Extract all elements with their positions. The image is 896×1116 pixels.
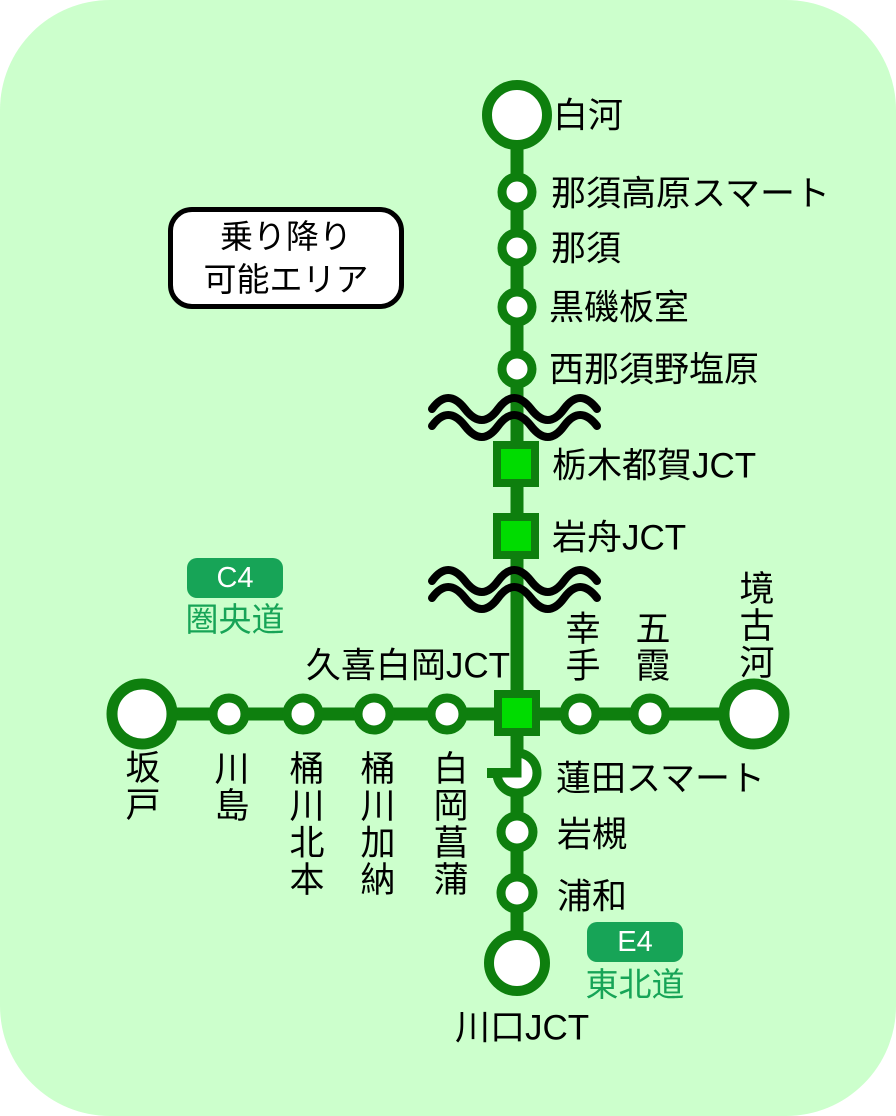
- station-label-shirakawa: 白河: [553, 96, 624, 136]
- route-break-upper: [428, 394, 601, 441]
- station-node-satte: [559, 693, 601, 735]
- station-label-shiraoka-shobu: 白岡菖蒲: [428, 750, 468, 898]
- station-node-kawajima: [208, 693, 250, 735]
- jct-node-kuki-shiraoka: [494, 690, 540, 736]
- station-label-hasuda-smart: 蓮田スマート: [556, 759, 765, 799]
- station-label-kuroiso-itamuro: 黒磯板室: [549, 288, 690, 328]
- station-node-shiraoka-shobu: [426, 693, 468, 735]
- station-label-iwatsuki: 岩槻: [557, 815, 628, 855]
- station-node-kawaguchi-jct: [484, 930, 550, 996]
- station-label-nishinasuno-shiobara: 西那須野塩原: [549, 350, 760, 390]
- route-name-tohoku: 東北道: [585, 966, 685, 1003]
- station-node-goka: [629, 693, 671, 735]
- station-label-satte: 幸手: [560, 610, 600, 684]
- station-node-kuroiso-itamuro: [497, 287, 537, 327]
- station-node-urawa: [496, 872, 538, 914]
- station-node-nasukogen-smart: [497, 172, 537, 212]
- route-name-kenou: 圏央道: [185, 601, 285, 638]
- route-badge-e4: E4: [587, 922, 683, 962]
- station-node-shirakawa: [482, 80, 552, 150]
- station-node-nasu: [497, 228, 537, 268]
- station-label-iwafune-jct: 岩舟JCT: [552, 518, 687, 558]
- jct-node-iwafune: [493, 513, 539, 559]
- station-node-sakado: [106, 678, 178, 750]
- station-label-urawa: 浦和: [557, 877, 628, 917]
- station-label-nasu: 那須: [551, 229, 622, 269]
- station-label-sakai-koga: 境古河: [734, 570, 774, 681]
- station-node-okegawa-kitamoto: [282, 693, 324, 735]
- station-label-nasukogen-smart: 那須高原スマート: [551, 174, 830, 214]
- hasuda-smart-node: [492, 748, 542, 798]
- station-node-nishinasuno-shiobara: [497, 349, 537, 389]
- station-label-kawajima: 川島: [209, 750, 249, 824]
- station-node-iwatsuki: [496, 811, 538, 853]
- station-label-sakado: 坂戸: [120, 749, 160, 823]
- station-label-kuki-shiraoka-jct: 久喜白岡JCT: [305, 646, 510, 686]
- jct-node-tochigi-tsuga: [493, 441, 539, 487]
- legend-box: 乗り降り 可能エリア: [168, 207, 404, 309]
- station-label-okegawa-kano: 桶川加納: [355, 750, 395, 898]
- station-label-kawaguchi-jct: 川口JCT: [455, 1008, 590, 1048]
- station-node-okegawa-kano: [353, 693, 395, 735]
- station-label-tochigi-tsuga-jct: 栃木都賀JCT: [552, 446, 757, 486]
- legend-line1: 乗り降り: [220, 218, 352, 255]
- route-badge-c4: C4: [187, 558, 283, 598]
- legend-line2: 可能エリア: [203, 261, 369, 298]
- station-node-sakai-koga: [718, 678, 790, 750]
- station-label-okegawa-kitamoto: 桶川北本: [284, 750, 324, 898]
- station-label-goka: 五霞: [630, 610, 670, 684]
- route-break-lower: [428, 566, 601, 613]
